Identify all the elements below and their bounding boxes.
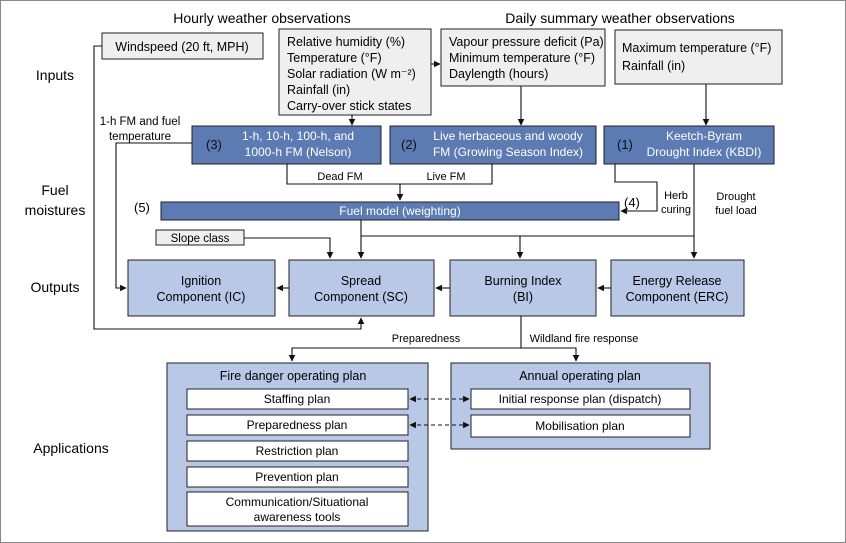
- daily-var-rainfall: Rainfall (in): [622, 59, 685, 73]
- nelson-number: (3): [206, 137, 222, 152]
- gsi-box: (2) Live herbaceous and woody FM (Growin…: [389, 125, 597, 165]
- arrow-to-erc: [520, 235, 698, 259]
- row-label-outputs: Outputs: [30, 279, 79, 295]
- ic-line2: Component (IC): [157, 290, 246, 304]
- daily-heading: Daily summary weather observations: [505, 10, 735, 26]
- arrow-windspeed-to-sc: [93, 45, 365, 330]
- dashed-links: [409, 395, 470, 429]
- slope-class-text: Slope class: [171, 233, 230, 245]
- arrow-to-bi: [361, 235, 524, 259]
- fm-temp-line1: 1-h FM and fuel: [100, 116, 181, 128]
- drought-load-line1: Drought: [716, 191, 755, 203]
- restriction-plan: Restriction plan: [256, 444, 339, 458]
- daily-var-vpd: Vapour pressure deficit (Pa): [449, 35, 604, 49]
- nelson-box: (3) 1-h, 10-h, 100-h, and 1000-h FM (Nel…: [191, 125, 382, 165]
- prevention-plan: Prevention plan: [255, 470, 338, 484]
- bi-box: Burning Index (BI): [449, 259, 597, 317]
- arrow-preparedness: [288, 347, 521, 362]
- fuel-model-text: Fuel model (weighting): [339, 204, 460, 218]
- ic-line1: Ignition: [181, 274, 221, 288]
- gsi-number: (2): [401, 137, 417, 152]
- fuel-model-number: (5): [134, 200, 150, 215]
- kbdi-box: (1) Keetch-Byram Drought Index (KBDI): [603, 125, 775, 165]
- drought-load-line2: fuel load: [715, 205, 757, 217]
- communication-line1: Communication/Situational: [226, 495, 369, 509]
- windspeed-box: Windspeed (20 ft, MPH): [101, 32, 264, 60]
- nelson-line2: 1000-h FM (Nelson): [245, 145, 352, 159]
- herb-number: (4): [624, 195, 640, 210]
- initial-response-plan: Initial response plan (dispatch): [499, 392, 662, 406]
- ic-box: Ignition Component (IC): [127, 259, 276, 317]
- wildland-label: Wildland fire response: [530, 333, 639, 345]
- hourly-var-humidity: Relative humidity (%): [287, 35, 405, 49]
- nelson-line1: 1-h, 10-h, 100-h, and: [242, 129, 354, 143]
- hourly-inputs-box: Relative humidity (%) Temperature (°F) S…: [278, 28, 432, 116]
- erc-box: Energy Release Component (ERC): [610, 259, 745, 317]
- herb-curing-line2: curing: [661, 204, 691, 216]
- hourly-heading: Hourly weather observations: [173, 10, 350, 26]
- line-fm-join: [286, 164, 493, 185]
- sc-box: Spread Component (SC): [288, 259, 435, 317]
- hourly-var-solar: Solar radiation (W m⁻²): [287, 67, 416, 81]
- daily-var-min-temp: Minimum temperature (°F): [449, 51, 595, 65]
- hourly-var-rainfall: Rainfall (in): [287, 83, 350, 97]
- slope-class-box: Slope class: [155, 229, 245, 246]
- preparedness-label: Preparedness: [392, 333, 461, 345]
- daily-inputs-box-a: Vapour pressure deficit (Pa) Minimum tem…: [440, 28, 606, 87]
- kbdi-line1: Keetch-Byram: [666, 129, 742, 143]
- erc-line1: Energy Release: [633, 274, 722, 288]
- fuel-model-bar: Fuel model (weighting): [160, 201, 620, 221]
- mobilisation-plan: Mobilisation plan: [535, 419, 624, 433]
- sc-line1: Spread: [341, 274, 381, 288]
- daily-var-daylength: Daylength (hours): [449, 67, 548, 81]
- fire-plan-title: Fire danger operating plan: [220, 369, 367, 383]
- communication-line2: awareness tools: [254, 510, 341, 524]
- sc-line2: Component (SC): [314, 290, 408, 304]
- kbdi-number: (1): [617, 137, 633, 152]
- fm-temp-line2: temperature: [109, 131, 171, 143]
- fire-plan-panel: Fire danger operating plan Staffing plan…: [166, 362, 429, 532]
- gsi-line2: FM (Growing Season Index): [433, 145, 583, 159]
- annual-plan-title: Annual operating plan: [519, 369, 641, 383]
- daily-inputs-box-b: Maximum temperature (°F) Rainfall (in): [614, 29, 783, 85]
- kbdi-line2: Drought Index (KBDI): [647, 145, 762, 159]
- bi-line2: (BI): [513, 290, 533, 304]
- erc-line2: Component (ERC): [626, 290, 729, 304]
- staffing-plan: Staffing plan: [264, 392, 331, 406]
- arrow-nelson-to-ic: [115, 142, 192, 292]
- arrow-wildland: [521, 347, 580, 362]
- hourly-var-temperature: Temperature (°F): [287, 51, 382, 65]
- bi-line1: Burning Index: [484, 274, 562, 288]
- row-label-applications: Applications: [33, 440, 109, 456]
- live-fm-label: Live FM: [426, 171, 465, 183]
- annual-plan-panel: Annual operating plan Initial response p…: [450, 362, 711, 450]
- arrow-slope-to-sc: [244, 237, 334, 259]
- row-label-moistures: moistures: [25, 202, 86, 218]
- daily-var-max-temp: Maximum temperature (°F): [622, 41, 771, 55]
- herb-curing-line1: Herb: [664, 190, 688, 202]
- windspeed-text: Windspeed (20 ft, MPH): [115, 40, 248, 54]
- row-label-inputs: Inputs: [36, 67, 74, 83]
- arrow-herb-curing: [614, 164, 658, 215]
- hourly-var-carryover: Carry-over stick states: [287, 99, 411, 113]
- dead-fm-label: Dead FM: [317, 171, 362, 183]
- preparedness-plan: Preparedness plan: [247, 418, 348, 432]
- connectors: [93, 45, 710, 362]
- gsi-line1: Live herbaceous and woody: [433, 129, 582, 143]
- row-label-fuel: Fuel: [41, 182, 68, 198]
